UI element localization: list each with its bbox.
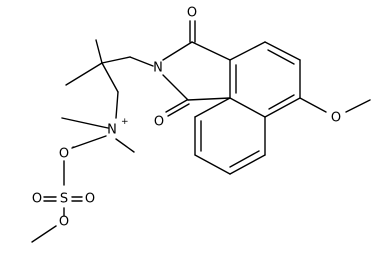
bond (229, 154, 266, 175)
bond (71, 135, 107, 149)
bond (229, 97, 266, 118)
bond (95, 39, 103, 64)
bond (167, 103, 190, 117)
bond (61, 117, 109, 129)
bond-lines (31, 20, 371, 243)
atom-label-o-top: O (187, 6, 197, 21)
atom-label-o-methoxy: O (331, 111, 341, 126)
bond (194, 154, 231, 175)
atom-label-n-ammonium: N (107, 123, 117, 138)
bond (115, 91, 119, 119)
bond (65, 62, 103, 86)
bond (162, 41, 193, 61)
bond (345, 99, 371, 113)
bond (229, 150, 260, 168)
atom-label-o-sulfate-left: O (32, 192, 42, 207)
atom-labels: O N O O N + O - O S O O (32, 6, 341, 230)
atom-label-n-imide: N (153, 61, 163, 76)
bond (264, 41, 301, 61)
bond (115, 138, 135, 153)
bond (268, 94, 295, 110)
atom-label-o-bottom: O (154, 115, 164, 130)
atom-label-o-sulfate-right: O (85, 192, 95, 207)
bond (162, 74, 189, 101)
bond (101, 56, 131, 64)
atom-label-o-sulfate-anion: O (59, 147, 69, 162)
bond (299, 97, 327, 113)
bond (229, 41, 266, 61)
bond (267, 49, 295, 65)
atom-label-s: S (60, 192, 68, 207)
charge-minus: - (72, 142, 75, 152)
bond (194, 97, 231, 118)
bond (165, 99, 188, 113)
bond (129, 56, 154, 67)
bond (191, 41, 231, 61)
bond (264, 97, 301, 118)
bond (101, 62, 119, 93)
atom-label-o-sulfate-bottom: O (59, 215, 69, 230)
bond (31, 225, 57, 243)
bond (187, 97, 231, 101)
charge-plus: + (121, 117, 129, 127)
